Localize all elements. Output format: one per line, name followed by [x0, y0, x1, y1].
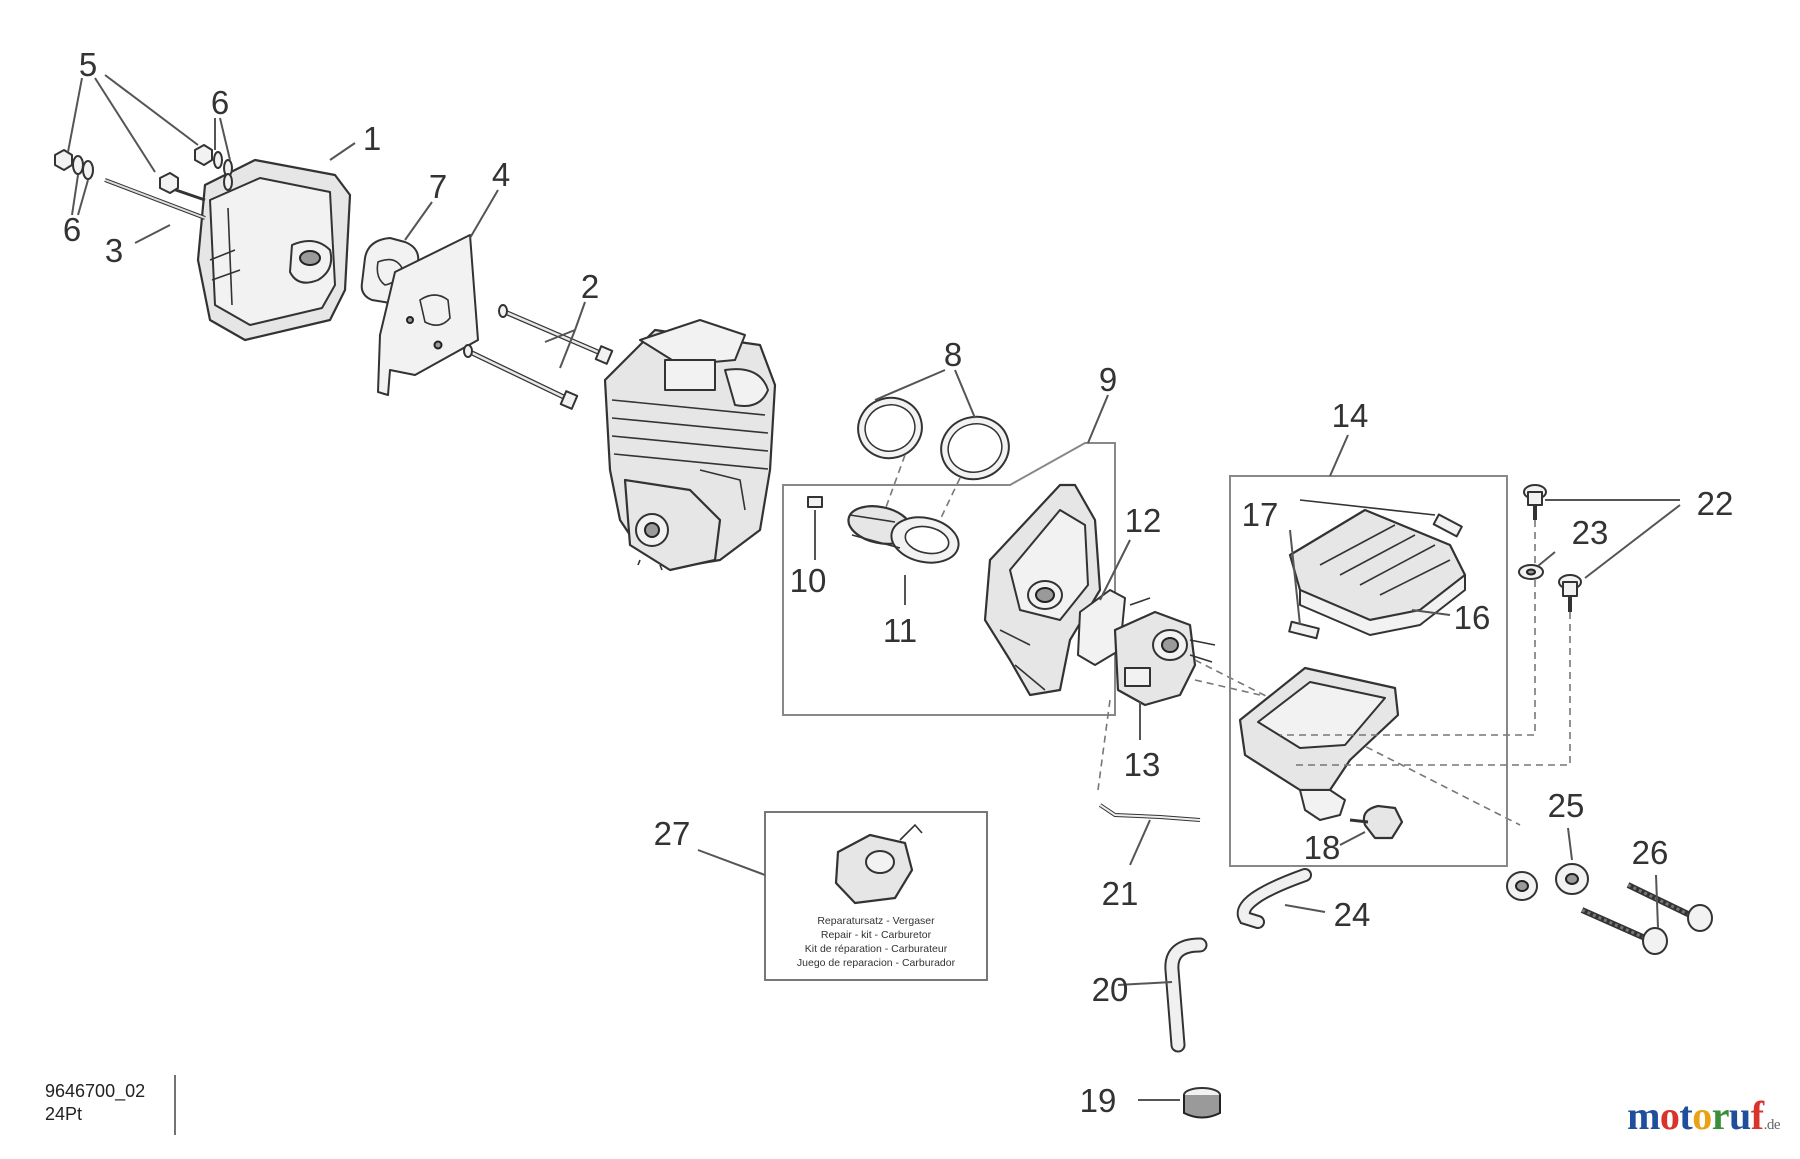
callout-4: 4 — [492, 156, 510, 193]
callout-7: 7 — [429, 168, 447, 205]
callout-27: 27 — [654, 815, 691, 852]
muffler-part — [196, 158, 352, 342]
intake-pin — [807, 496, 823, 508]
callout-6-left: 6 — [63, 211, 81, 248]
callout-12: 12 — [1125, 502, 1162, 539]
callout-21: 21 — [1102, 875, 1139, 912]
repair-kit-box: Reparatursatz - Vergaser Repair - kit - … — [764, 811, 988, 981]
carburetor — [1113, 597, 1216, 707]
callout-8: 8 — [944, 336, 962, 373]
callout-22: 22 — [1697, 485, 1734, 522]
air-filter-group-box — [1229, 475, 1508, 867]
callout-10: 10 — [790, 562, 827, 599]
intake-boot — [847, 505, 960, 564]
filter-clips — [1288, 499, 1463, 640]
air-filter-cover — [1288, 508, 1467, 636]
callout-9: 9 — [1099, 361, 1117, 398]
callout-5: 5 — [79, 46, 97, 83]
callout-6-top: 6 — [211, 84, 229, 121]
screw-guide-lines — [1280, 520, 1571, 766]
watermark-letter: t — [1679, 1093, 1693, 1138]
drawing-number: 9646700_02 — [45, 1081, 145, 1102]
watermark-letter: r — [1711, 1093, 1730, 1138]
drawing-code: 24Pt — [45, 1104, 82, 1124]
primer-bulb — [1349, 804, 1404, 840]
intake-group-box — [782, 442, 1116, 716]
leader-lines — [67, 74, 1681, 1101]
repair-kit-line-4: Juego de reparacion - Carburador — [797, 957, 956, 969]
heat-shield-plate — [377, 234, 479, 396]
watermark-letters: motoruf — [1627, 1093, 1764, 1138]
callout-2: 2 — [581, 268, 599, 305]
callout-labels: 1 2 3 4 5 6 6 7 8 9 10 11 12 13 14 16 17… — [63, 46, 1734, 1119]
watermark-letter: m — [1627, 1093, 1660, 1138]
watermark-letter: u — [1729, 1093, 1751, 1138]
throttle-rod — [1098, 803, 1201, 822]
motoruf-watermark-logo: motoruf.de — [1627, 1092, 1780, 1139]
drawing-reference: 9646700_02 24Pt — [45, 1075, 176, 1135]
fuel-filter — [1183, 1087, 1221, 1119]
air-filter-base — [1238, 666, 1400, 821]
repair-kit-line-3: Kit de réparation - Carburateur — [805, 943, 948, 955]
callout-26: 26 — [1632, 834, 1669, 871]
callout-18: 18 — [1304, 829, 1341, 866]
repair-kit-line-1: Reparatursatz - Vergaser — [817, 915, 935, 927]
repair-kit-line-2: Repair - kit - Carburetor — [821, 929, 932, 941]
spacer-washers — [1506, 863, 1589, 901]
callout-24: 24 — [1334, 896, 1371, 933]
intake-manifold — [983, 483, 1102, 697]
callout-16: 16 — [1454, 599, 1491, 636]
engine-cylinder — [603, 319, 777, 572]
cylinder-bolts — [463, 304, 614, 410]
watermark-letter: o — [1692, 1093, 1712, 1138]
callout-3: 3 — [105, 232, 123, 269]
callout-17: 17 — [1242, 496, 1279, 533]
studs-and-nuts — [54, 144, 233, 220]
watermark-letter: f — [1750, 1093, 1764, 1138]
callout-19: 19 — [1080, 1082, 1117, 1119]
gasket-rings — [857, 396, 1010, 521]
callout-23: 23 — [1572, 514, 1609, 551]
callout-1: 1 — [363, 120, 381, 157]
long-screws — [1580, 882, 1713, 955]
callout-14: 14 — [1332, 397, 1369, 434]
callout-11: 11 — [883, 612, 917, 649]
callout-25: 25 — [1548, 787, 1585, 824]
callout-20: 20 — [1092, 971, 1129, 1008]
watermark-tld: .de — [1763, 1117, 1781, 1133]
callout-13: 13 — [1124, 746, 1161, 783]
cover-screws — [1518, 484, 1582, 612]
watermark-letter: o — [1659, 1093, 1680, 1138]
